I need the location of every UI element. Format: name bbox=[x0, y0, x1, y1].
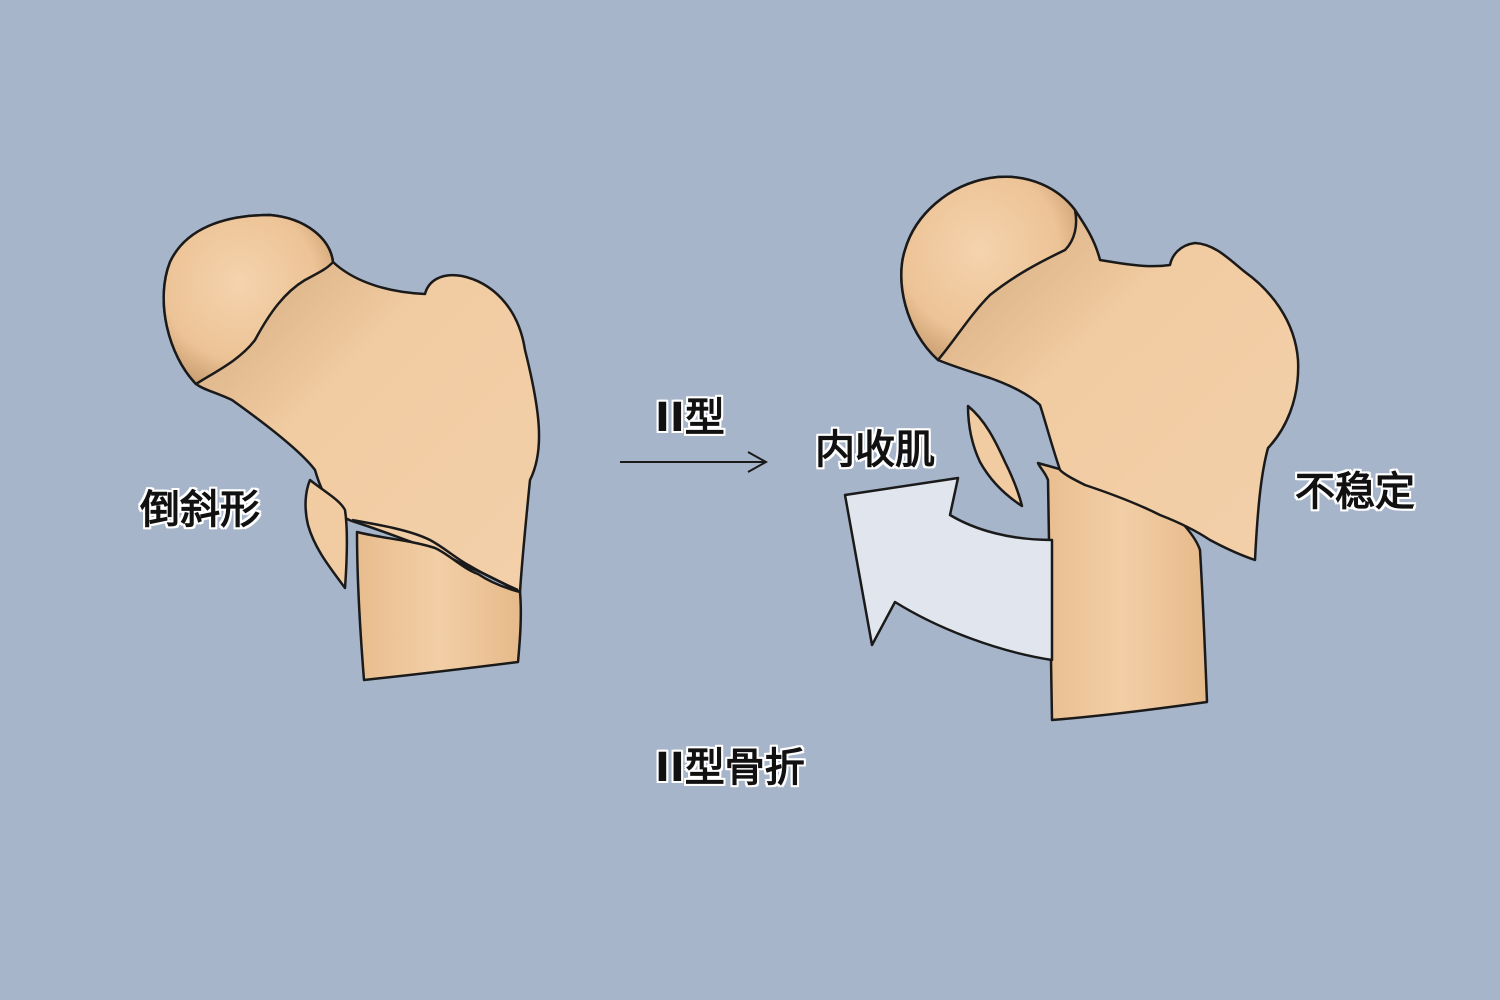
right-femoral-head bbox=[900, 175, 1078, 362]
type-arrow-label: II型 bbox=[655, 395, 725, 441]
adductor-muscle-label: 内收肌 bbox=[815, 427, 935, 473]
adductor-pull-arrow bbox=[843, 476, 1054, 662]
left-fracture-label: 倒斜形 bbox=[140, 487, 260, 533]
right-small-fragment bbox=[966, 404, 1024, 508]
left-femur-shaft bbox=[355, 530, 523, 682]
left-femur bbox=[162, 213, 541, 682]
transition-arrow bbox=[620, 451, 769, 473]
left-fracture-line bbox=[351, 518, 519, 592]
right-femur bbox=[900, 175, 1300, 722]
stability-label: 不稳定 bbox=[1295, 469, 1415, 515]
left-femoral-head bbox=[162, 213, 335, 386]
caption-label: II型骨折 bbox=[655, 745, 805, 791]
left-small-fragment bbox=[304, 478, 349, 590]
